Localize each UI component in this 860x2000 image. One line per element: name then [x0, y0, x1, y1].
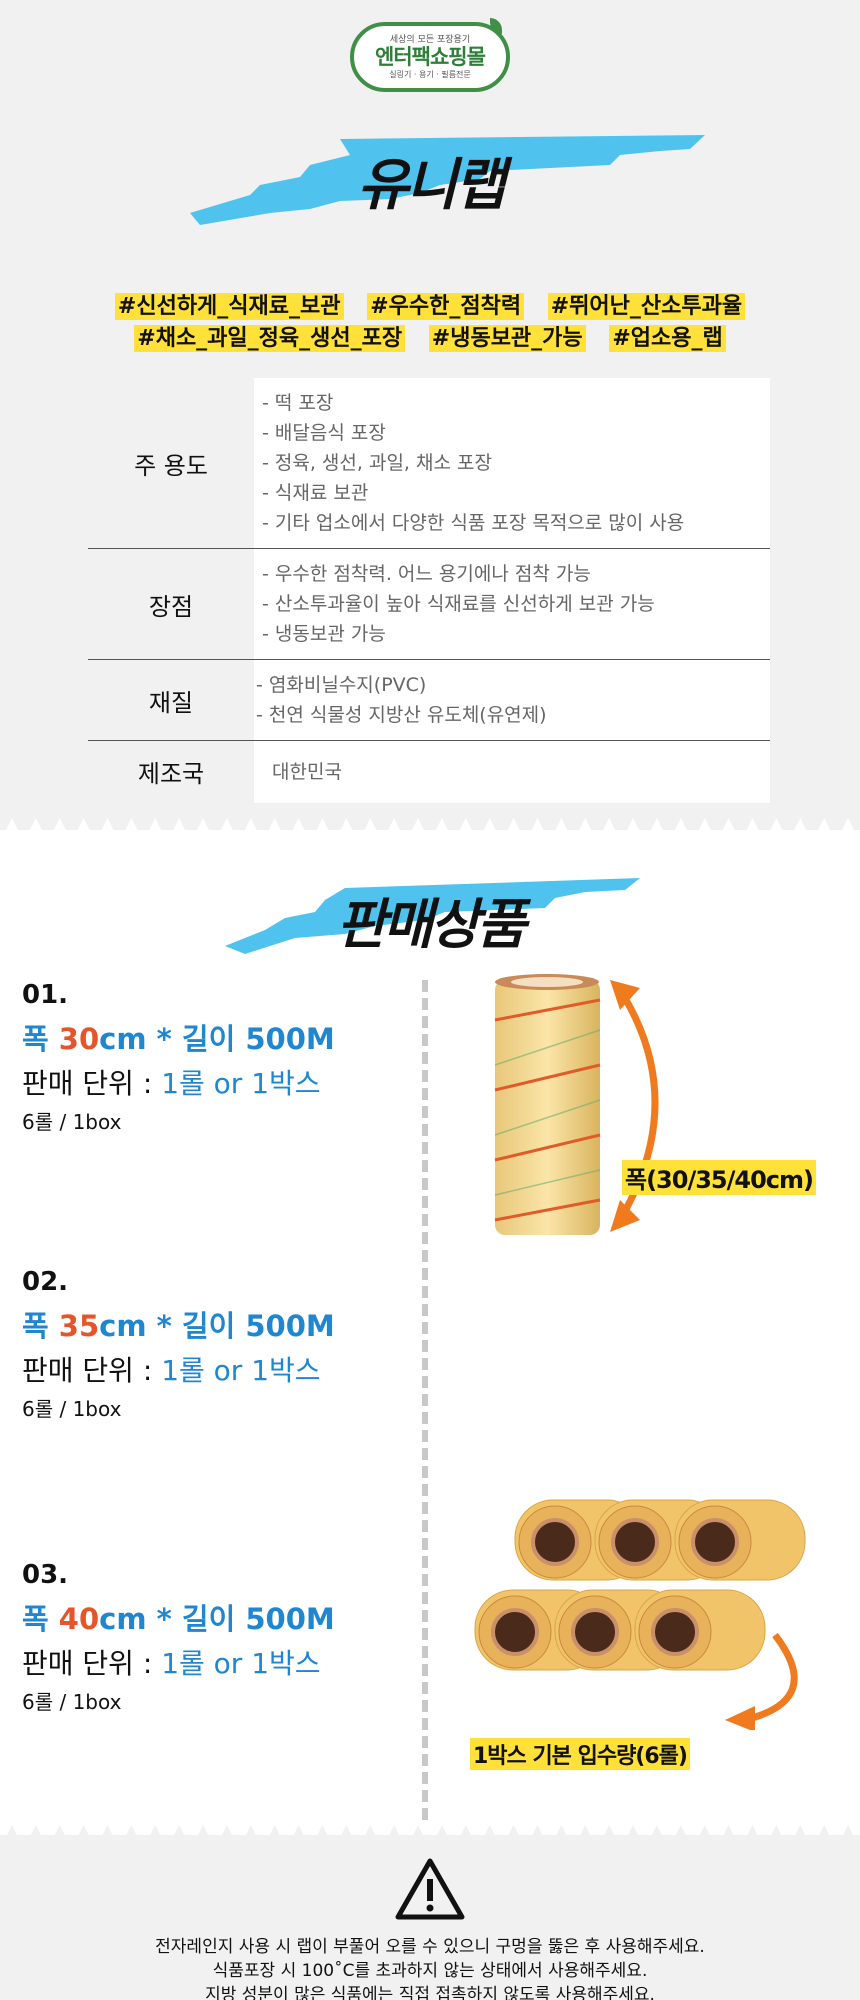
spec-row-advantages: 장점 - 우수한 점착력. 어느 용기에나 점착 가능 - 산소투과율이 높아 …	[88, 548, 770, 660]
product-unit: 판매 단위 : 1롤 or 1박스	[22, 1062, 335, 1102]
box-of-rolls-image	[474, 1499, 806, 1730]
spec-value: - 떡 포장 - 배달음식 포장 - 정육, 생선, 과일, 채소 포장 - 식…	[254, 378, 770, 549]
product-number: 01.	[22, 980, 69, 1010]
product-item-02: 02. 폭 35cm * 길이 500M 판매 단위 : 1롤 or 1박스 6…	[22, 1267, 335, 1422]
spec-key: 제조국	[137, 760, 205, 789]
warning-section: 전자레인지 사용 시 랩이 부풀어 오를 수 있으니 구멍을 뚫은 후 사용해주…	[0, 1835, 860, 2000]
product-box-count: 6롤 / 1box	[22, 1110, 122, 1134]
spec-value: - 우수한 점착력. 어느 용기에나 점착 가능 - 산소투과율이 높아 식재료…	[254, 548, 770, 660]
product-number: 02.	[22, 1267, 69, 1297]
products-title: 판매상품	[336, 893, 527, 956]
unit-value: 1롤 or 1박스	[161, 1067, 321, 1100]
spec-line: - 배달음식 포장	[262, 422, 386, 444]
product-item-01: 01. 폭 30cm * 길이 500M 판매 단위 : 1롤 or 1박스 6…	[22, 980, 335, 1135]
warning-line: 전자레인지 사용 시 랩이 부풀어 오를 수 있으니 구멍을 뚫은 후 사용해주…	[155, 1937, 705, 1957]
box-quantity-label: 1박스 기본 입수량(6롤)	[470, 1738, 690, 1770]
roll-core	[491, 1608, 539, 1656]
hashtag-row-1: #신선하게_식재료_보관 #우수한_점착력 #뛰어난_산소투과율	[0, 288, 860, 320]
single-roll-image	[494, 974, 659, 1235]
spec-line: - 떡 포장	[262, 392, 334, 414]
unit-value: 1롤 or 1박스	[161, 1354, 321, 1387]
hashtag: #채소_과일_정육_생선_포장	[134, 325, 406, 352]
hashtag: #업소용_랩	[609, 325, 726, 352]
spec-row-material: 재질 - 염화비닐수지(PVC) - 천연 식물성 지방산 유도체(유연제)	[88, 659, 770, 741]
product-box-count: 6롤 / 1box	[22, 1690, 122, 1714]
spec-key: 장점	[148, 592, 194, 621]
spec-row-origin: 제조국 대한민국	[88, 740, 770, 803]
hashtag: #뛰어난_산소투과율	[547, 293, 746, 320]
size-width: 35	[58, 1309, 100, 1343]
product-size: 폭 35cm * 길이 500M	[22, 1303, 335, 1345]
product-unit: 판매 단위 : 1롤 or 1박스	[22, 1642, 335, 1682]
roll-core	[531, 1518, 579, 1566]
roll-core	[611, 1518, 659, 1566]
roll-width-label: 폭(30/35/40cm)	[622, 1160, 816, 1195]
size-rest: cm * 길이 500M	[99, 1309, 335, 1343]
size-rest: cm * 길이 500M	[99, 1602, 335, 1636]
size-prefix: 폭	[22, 1309, 59, 1343]
hashtag: #우수한_점착력	[367, 293, 525, 320]
leaf-icon	[490, 18, 502, 34]
product-box-count: 6롤 / 1box	[22, 1397, 122, 1421]
spec-value: - 염화비닐수지(PVC) - 천연 식물성 지방산 유도체(유연제)	[254, 659, 770, 741]
brand-logo[interactable]: 세상의 모든 포장용기 엔터팩쇼핑몰 실링기 · 용기 · 필름전문	[350, 18, 510, 92]
spec-line: - 우수한 점착력. 어느 용기에나 점착 가능	[262, 563, 591, 585]
warning-triangle-icon	[395, 1858, 465, 1920]
spec-line: - 산소투과율이 높아 식재료를 신선하게 보관 가능	[262, 593, 655, 615]
size-prefix: 폭	[22, 1022, 59, 1056]
blue-brush-stroke	[225, 878, 640, 954]
logo-tagline: 세상의 모든 포장용기	[389, 35, 471, 45]
unit-label: 판매 단위 :	[22, 1067, 162, 1100]
spec-line: - 염화비닐수지(PVC)	[256, 674, 427, 696]
logo-name: 엔터팩쇼핑몰	[375, 45, 486, 69]
hashtag-row-2: #채소_과일_정육_생선_포장 #냉동보관_가능 #업소용_랩	[0, 320, 860, 352]
spec-key: 주 용도	[134, 451, 208, 480]
product-unit: 판매 단위 : 1롤 or 1박스	[22, 1349, 335, 1389]
spec-value: 대한민국	[254, 740, 770, 803]
spec-line: - 식재료 보관	[262, 482, 369, 504]
product-size: 폭 30cm * 길이 500M	[22, 1016, 335, 1058]
size-width: 30	[58, 1022, 100, 1056]
page-title: 유니랩	[357, 153, 506, 218]
spec-line: - 냉동보관 가능	[262, 623, 386, 645]
size-prefix: 폭	[22, 1602, 59, 1636]
product-number: 03.	[22, 1560, 69, 1590]
logo-sub: 실링기 · 용기 · 필름전문	[389, 70, 471, 79]
warning-line: 지방 성분이 많은 식품에는 직접 접촉하지 않도록 사용해주세요.	[205, 1985, 655, 2000]
spec-line: - 정육, 생선, 과일, 채소 포장	[262, 452, 492, 474]
spec-row-usage: 주 용도 - 떡 포장 - 배달음식 포장 - 정육, 생선, 과일, 채소 포…	[88, 378, 770, 549]
size-width: 40	[58, 1602, 100, 1636]
unit-label: 판매 단위 :	[22, 1354, 162, 1387]
product-size: 폭 40cm * 길이 500M	[22, 1596, 335, 1638]
products-section: 판매상품 01. 폭 30cm * 길이 500M 판매 단위 : 1롤 or …	[0, 830, 860, 1835]
warning-line: 식품포장 시 100˚C를 초과하지 않는 상태에서 사용해주세요.	[212, 1961, 648, 1981]
roll-core	[691, 1518, 739, 1566]
spec-line: - 기타 업소에서 다양한 식품 포장 목적으로 많이 사용	[262, 512, 685, 534]
roll-core	[651, 1608, 699, 1656]
hashtag: #신선하게_식재료_보관	[114, 293, 344, 320]
spec-line: - 천연 식물성 지방산 유도체(유연제)	[256, 704, 547, 726]
size-rest: cm * 길이 500M	[99, 1022, 335, 1056]
product-item-03: 03. 폭 40cm * 길이 500M 판매 단위 : 1롤 or 1박스 6…	[22, 1560, 335, 1715]
blue-brush-stroke	[190, 135, 705, 225]
spec-table: 주 용도 - 떡 포장 - 배달음식 포장 - 정육, 생선, 과일, 채소 포…	[88, 378, 770, 803]
hashtag: #냉동보관_가능	[428, 325, 586, 352]
intro-section: 세상의 모든 포장용기 엔터팩쇼핑몰 실링기 · 용기 · 필름전문 유니랩 #…	[0, 0, 860, 830]
spec-line: 대한민국	[272, 760, 342, 783]
spec-key: 재질	[148, 688, 194, 717]
unit-label: 판매 단위 :	[22, 1647, 162, 1680]
warning-text: 전자레인지 사용 시 랩이 부풀어 오를 수 있으니 구멍을 뚫은 후 사용해주…	[0, 1935, 860, 2000]
dashed-divider	[422, 980, 428, 1820]
unit-value: 1롤 or 1박스	[161, 1647, 321, 1680]
roll-core	[571, 1608, 619, 1656]
